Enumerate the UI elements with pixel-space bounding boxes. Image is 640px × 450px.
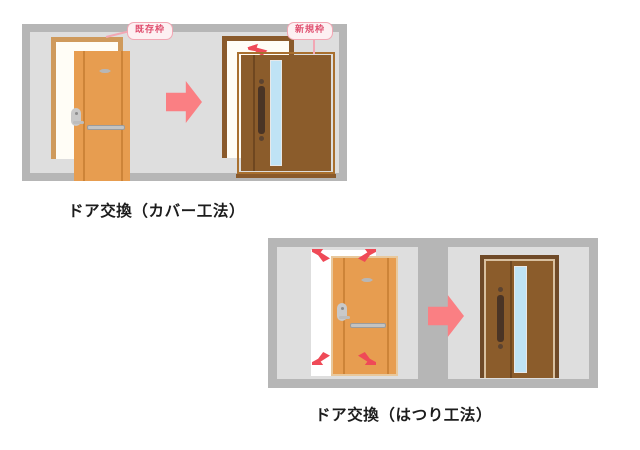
door-groove-left <box>83 51 85 181</box>
new-door-glass-panel <box>270 60 282 166</box>
callout-existing-frame-label: 既存枠 <box>135 25 166 35</box>
caption-hatsuri-method-text: ドア交換（はつり工法） <box>315 406 493 424</box>
lock-escutcheon <box>71 108 81 126</box>
new-frame-outline <box>237 52 335 174</box>
handle-top-fixing-icon <box>259 79 264 84</box>
installed-handle-top-fixing-icon <box>498 287 503 292</box>
callout-new-frame: 新規枠 <box>287 22 334 40</box>
scene-existing-door <box>22 24 182 181</box>
door-lever-handle <box>73 121 84 124</box>
removal-door-groove-right <box>387 258 389 374</box>
caption-cover-method: ドア交換（カバー工法） <box>68 199 245 221</box>
removal-peephole-icon <box>361 278 373 282</box>
installed-handle-bottom-fixing-icon <box>498 344 503 349</box>
peephole-icon <box>99 69 111 73</box>
figure-hatsuri-method: ドア交換（はつり工法） <box>0 235 640 450</box>
new-door-handle <box>258 86 265 134</box>
figure-cover-method: 既存枠 新規枠 ドア交換（カバー工法） <box>22 22 347 221</box>
callout-existing-frame: 既存枠 <box>127 22 174 40</box>
new-door-leaf <box>241 55 331 171</box>
removal-lock-escutcheon <box>337 303 347 321</box>
door-pull-bar <box>87 125 125 130</box>
callout-new-frame-label: 新規枠 <box>295 25 326 35</box>
new-installed-door-handle <box>497 295 504 342</box>
removal-door-lever-handle <box>339 316 350 319</box>
handle-bottom-fixing-icon <box>259 136 264 141</box>
new-door-groove <box>253 55 255 171</box>
door-groove-right <box>121 51 123 181</box>
removal-door-pull-bar <box>350 323 386 328</box>
leader-line-new-frame <box>313 40 315 54</box>
scene-new-door-cover <box>208 24 347 181</box>
new-door-threshold <box>236 174 336 178</box>
new-installed-glass-panel <box>514 266 527 373</box>
caption-cover-method-text: ドア交換（カバー工法） <box>68 202 246 220</box>
new-installed-door-groove <box>510 261 512 378</box>
caption-hatsuri-method: ドア交換（はつり工法） <box>315 403 492 425</box>
scene-new-door-hatsuri <box>448 238 598 388</box>
scene-door-removal <box>268 238 428 388</box>
